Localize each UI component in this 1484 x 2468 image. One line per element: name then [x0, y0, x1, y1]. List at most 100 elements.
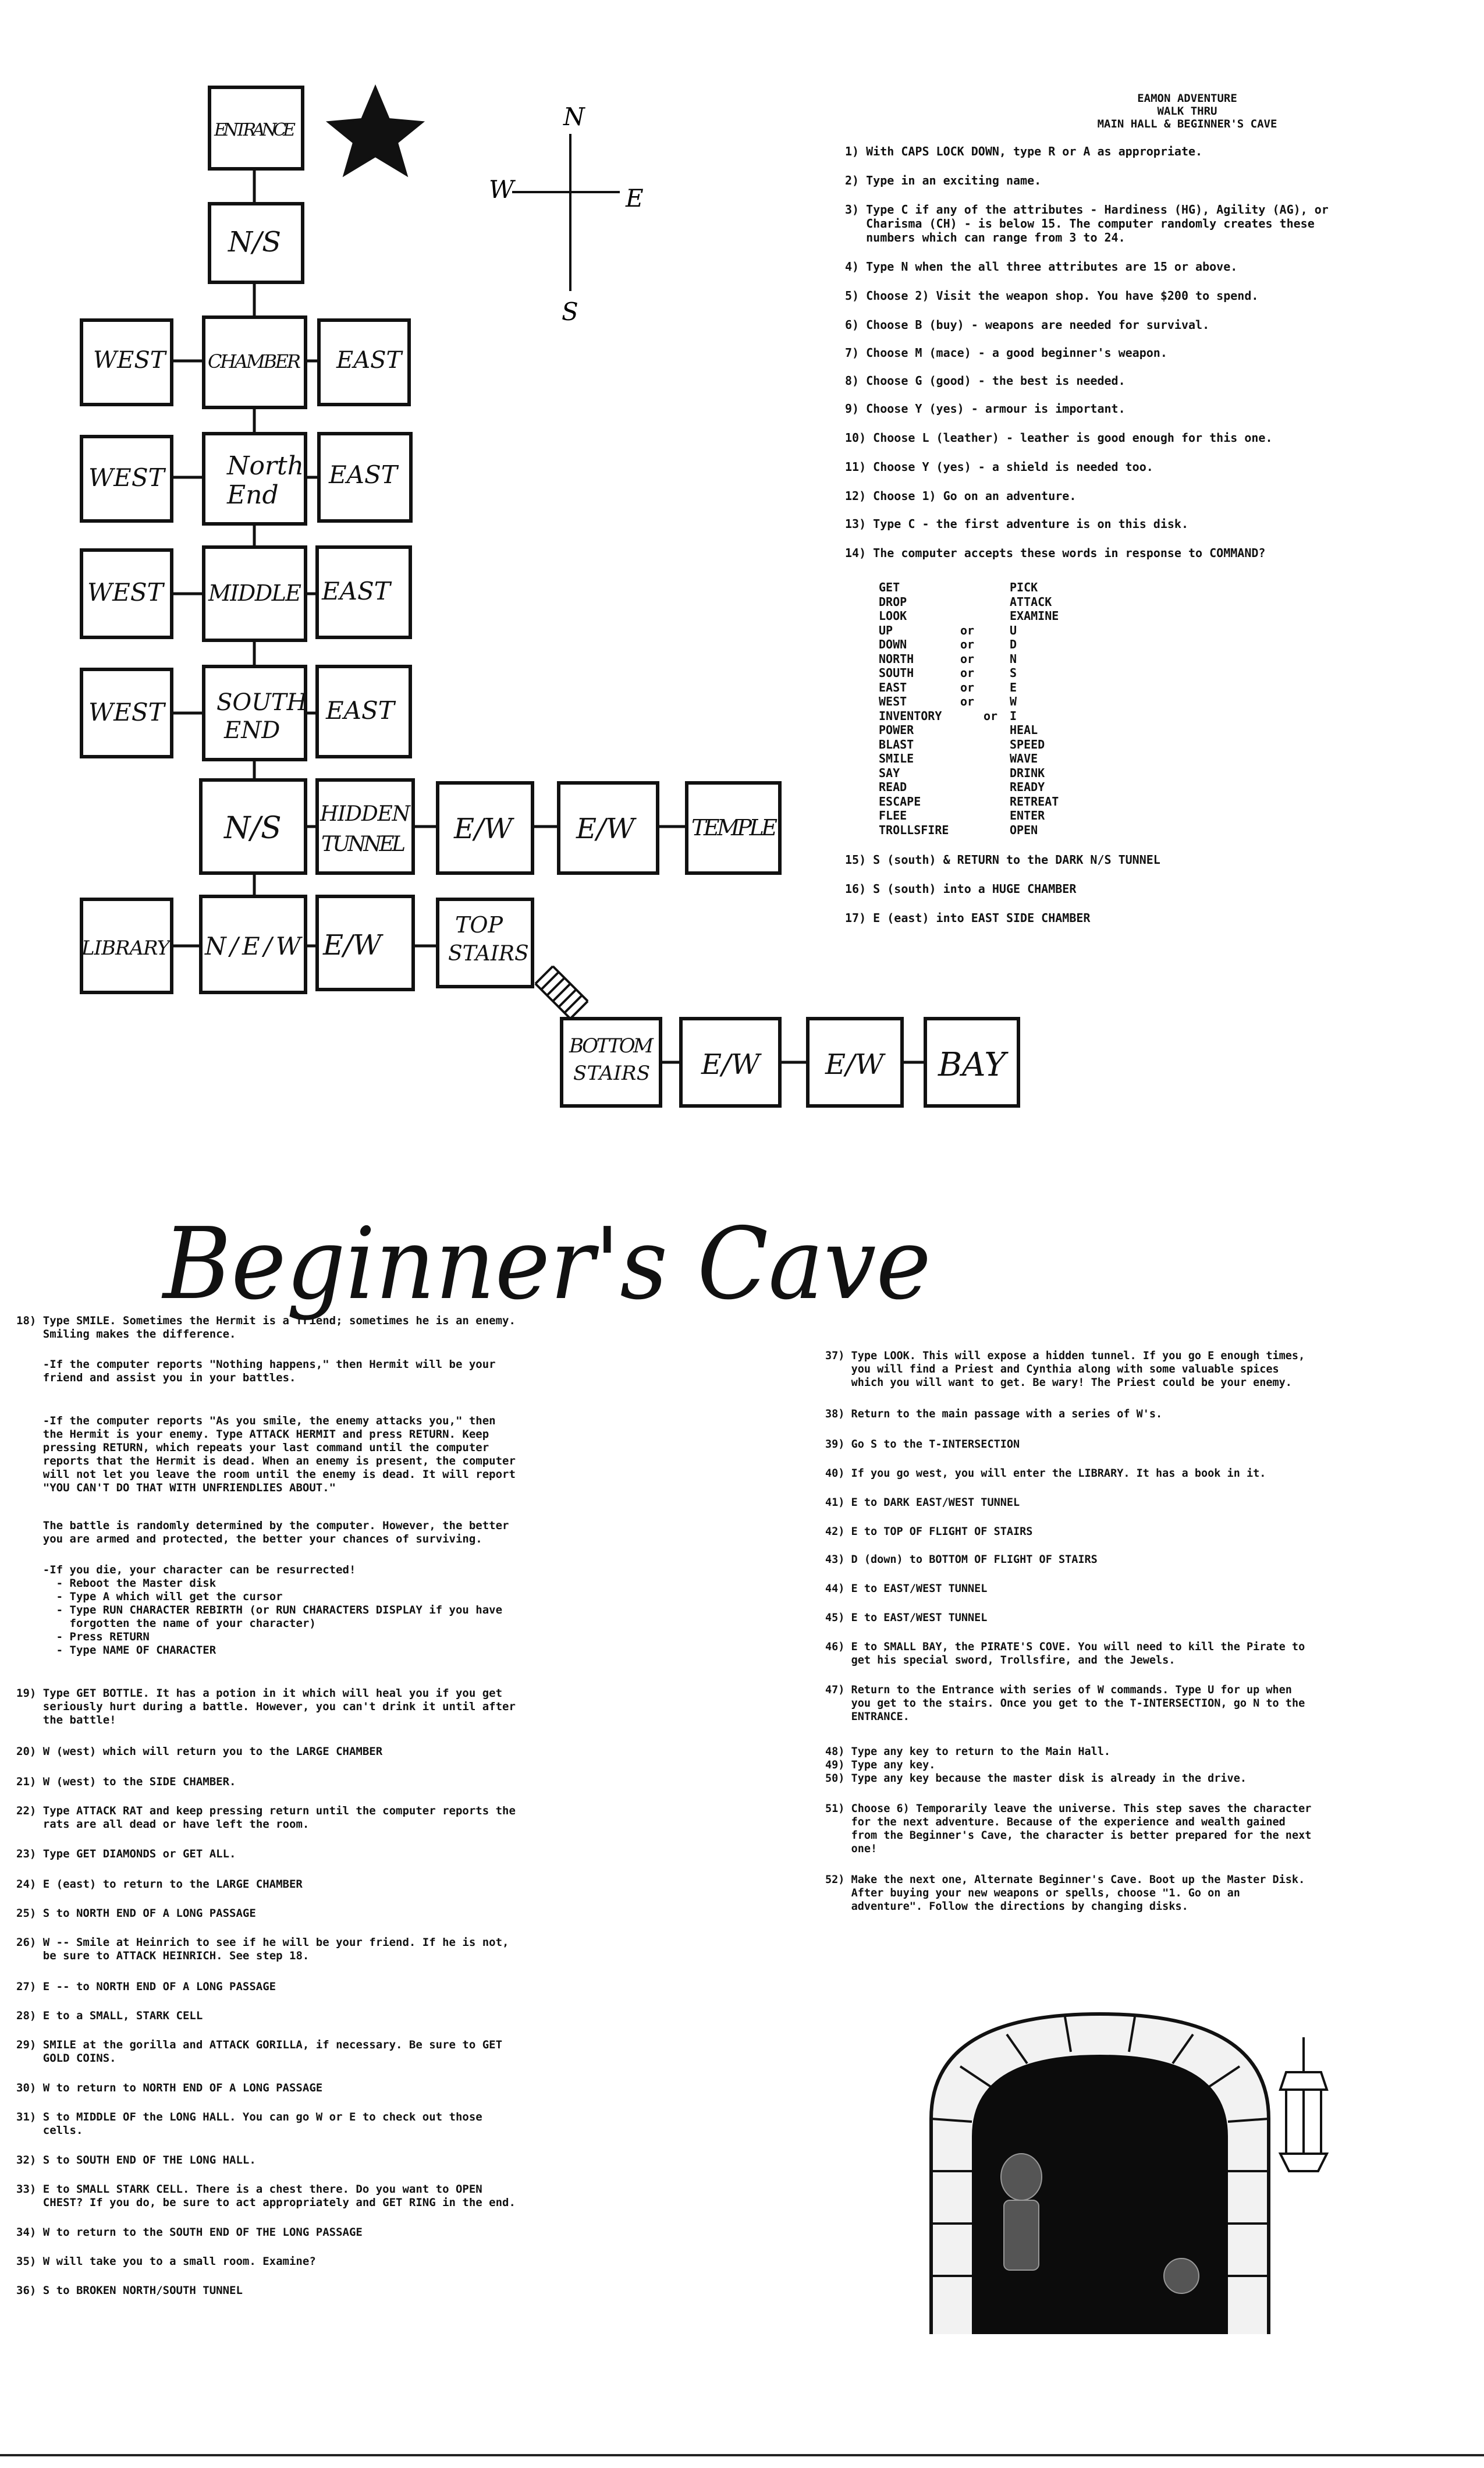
step-15: 15) S (south) & RETURN to the DARK N/S T…	[845, 853, 1160, 867]
command-alias: SPEED	[1010, 737, 1045, 751]
map-links	[172, 169, 925, 1064]
left-column-steps: 18) Type SMILE. Sometimes the Hermit is …	[16, 1314, 831, 2304]
command-or: or	[960, 651, 975, 666]
command-alias: WAVE	[1010, 751, 1038, 765]
svg-text:North: North	[226, 451, 304, 481]
command-word: EAST	[879, 680, 907, 694]
cave-archway-illustration	[929, 2012, 1329, 2334]
svg-text:TOP: TOP	[455, 912, 503, 938]
svg-text:EAST: EAST	[328, 460, 399, 489]
room-ns-1: N/S	[208, 202, 304, 284]
room-north-east: EAST	[317, 432, 413, 523]
svg-text:E/W: E/W	[576, 813, 637, 845]
room-south-west: WEST	[80, 668, 173, 758]
step-45: 45) E to EAST/WEST TUNNEL	[825, 1612, 988, 1624]
step-1: 1) With CAPS LOCK DOWN, type R or A as a…	[845, 144, 1203, 158]
staircase	[534, 965, 589, 1020]
command-or: or	[960, 680, 975, 694]
compass-west: W	[489, 175, 516, 204]
command-word: NORTH	[879, 651, 914, 666]
svg-text:N/S: N/S	[228, 226, 281, 258]
command-alias: W	[1010, 694, 1017, 708]
svg-text:WEST: WEST	[88, 698, 166, 726]
svg-text:End: End	[226, 480, 279, 510]
step-5: 5) Choose 2) Visit the weapon shop. You …	[845, 289, 1259, 303]
command-or: or	[960, 637, 975, 651]
room-chamber-east: EAST	[317, 318, 411, 406]
command-alias: OPEN	[1010, 822, 1038, 837]
command-word: DOWN	[879, 637, 907, 651]
svg-text:SOUTH: SOUTH	[216, 689, 308, 716]
step-4: 4) Type N when the all three attributes …	[845, 260, 1238, 274]
room-ew-bay-2: E/W	[806, 1017, 904, 1108]
room-middle: MIDDLE	[202, 545, 307, 642]
step-8: 8) Choose G (good) - the best is needed.	[845, 374, 1126, 388]
step-12: 12) Choose 1) Go on an adventure.	[845, 489, 1077, 503]
step-24: 24) E (east) to return to the LARGE CHAM…	[16, 1878, 303, 1891]
command-alias: READY	[1010, 780, 1045, 794]
step-17: 17) E (east) into EAST SIDE CHAMBER	[845, 911, 1091, 925]
room-ns-2: N/S	[199, 778, 307, 875]
step-10: 10) Choose L (leather) - leather is good…	[845, 431, 1273, 445]
svg-text:WEST: WEST	[88, 463, 166, 492]
svg-text:EAST: EAST	[325, 696, 396, 725]
step-18-note-2: -If the computer reports "As you smile, …	[42, 1414, 516, 1494]
step-18-note-4: -If you die, your character can be resur…	[42, 1563, 503, 1657]
walkthru-header-line-2: WALK THRU	[1157, 105, 1217, 118]
command-or: or	[960, 623, 975, 637]
walkthru-header: EAMON ADVENTURE WALK THRU MAIN HALL & BE…	[873, 92, 1484, 130]
step-46: 46) E to SMALL BAY, the PIRATE'S COVE. Y…	[825, 1641, 1305, 1666]
step-11: 11) Choose Y (yes) - a shield is needed …	[845, 460, 1153, 474]
step-27: 27) E -- to NORTH END OF A LONG PASSAGE	[16, 1980, 276, 1993]
step-43: 43) D (down) to BOTTOM OF FLIGHT OF STAI…	[825, 1554, 1098, 1566]
step-36: 36) S to BROKEN NORTH/SOUTH TUNNEL	[16, 2284, 243, 2297]
step-48-50: 48) Type any key to return to the Main H…	[825, 1746, 1247, 1785]
step-29: 29) SMILE at the gorilla and ATTACK GORI…	[16, 2038, 503, 2065]
command-alias: D	[1010, 637, 1017, 651]
step-44: 44) E to EAST/WEST TUNNEL	[825, 1583, 988, 1595]
room-ew-tunnel-2: E/W	[557, 781, 659, 875]
svg-text:EAST: EAST	[336, 347, 403, 374]
svg-text:WEST: WEST	[93, 347, 168, 374]
step-30: 30) W to return to NORTH END OF A LONG P…	[16, 2082, 323, 2094]
room-middle-west: WEST	[80, 548, 173, 639]
star-icon	[325, 84, 425, 178]
step-16: 16) S (south) into a HUGE CHAMBER	[845, 882, 1077, 896]
title-beginners-cave: Beginner's Cave	[161, 1207, 931, 1322]
step-51: 51) Choose 6) Temporarily leave the univ…	[825, 1803, 1312, 1855]
right-column-steps: 37) Type LOOK. This will expose a hidden…	[825, 1349, 1477, 1990]
command-alias: PICK	[1010, 580, 1038, 594]
step-9: 9) Choose Y (yes) - armour is important.	[845, 402, 1126, 416]
command-word: WEST	[879, 694, 907, 708]
step-7: 7) Choose M (mace) - a good beginner's w…	[845, 346, 1167, 360]
command-alias: ENTER	[1010, 809, 1045, 822]
command-word: POWER	[879, 723, 914, 737]
command-word: FLEE	[879, 809, 907, 822]
step-47: 47) Return to the Entrance with series o…	[825, 1684, 1305, 1723]
command-alias: U	[1010, 623, 1017, 637]
svg-text:MIDDLE: MIDDLE	[208, 580, 301, 606]
svg-text:TEMPLE: TEMPLE	[691, 815, 777, 841]
step-33: 33) E to SMALL STARK CELL. There is a ch…	[16, 2183, 516, 2209]
svg-text:BOTTOM: BOTTOM	[569, 1034, 654, 1058]
step-18-note-1: -If the computer reports "Nothing happen…	[42, 1358, 496, 1384]
step-28: 28) E to a SMALL, STARK CELL	[16, 2009, 203, 2022]
step-34: 34) W to return to the SOUTH END OF THE …	[16, 2226, 363, 2239]
step-40: 40) If you go west, you will enter the L…	[825, 1467, 1266, 1480]
step-18: 18) Type SMILE. Sometimes the Hermit is …	[16, 1314, 516, 1341]
step-32: 32) S to SOUTH END OF THE LONG HALL.	[16, 2154, 256, 2166]
step-14: 14) The computer accepts these words in …	[845, 546, 1266, 560]
cave-map: N S E W	[80, 84, 1020, 1108]
command-alias: ATTACK	[1010, 594, 1052, 609]
step-22: 22) Type ATTACK RAT and keep pressing re…	[16, 1804, 516, 1831]
step-21: 21) W (west) to the SIDE CHAMBER.	[16, 1775, 236, 1788]
step-26: 26) W -- Smile at Heinrich to see if he …	[16, 1936, 509, 1962]
command-word: SOUTH	[879, 666, 914, 680]
step-52: 52) Make the next one, Alternate Beginne…	[825, 1874, 1305, 1913]
command-or: or	[960, 694, 975, 708]
svg-text:CHAMBER: CHAMBER	[208, 350, 301, 373]
svg-text:ENTRANCE: ENTRANCE	[214, 120, 296, 140]
command-word: LOOK	[879, 609, 907, 623]
title-text: Beginner's Cave	[161, 1207, 931, 1322]
